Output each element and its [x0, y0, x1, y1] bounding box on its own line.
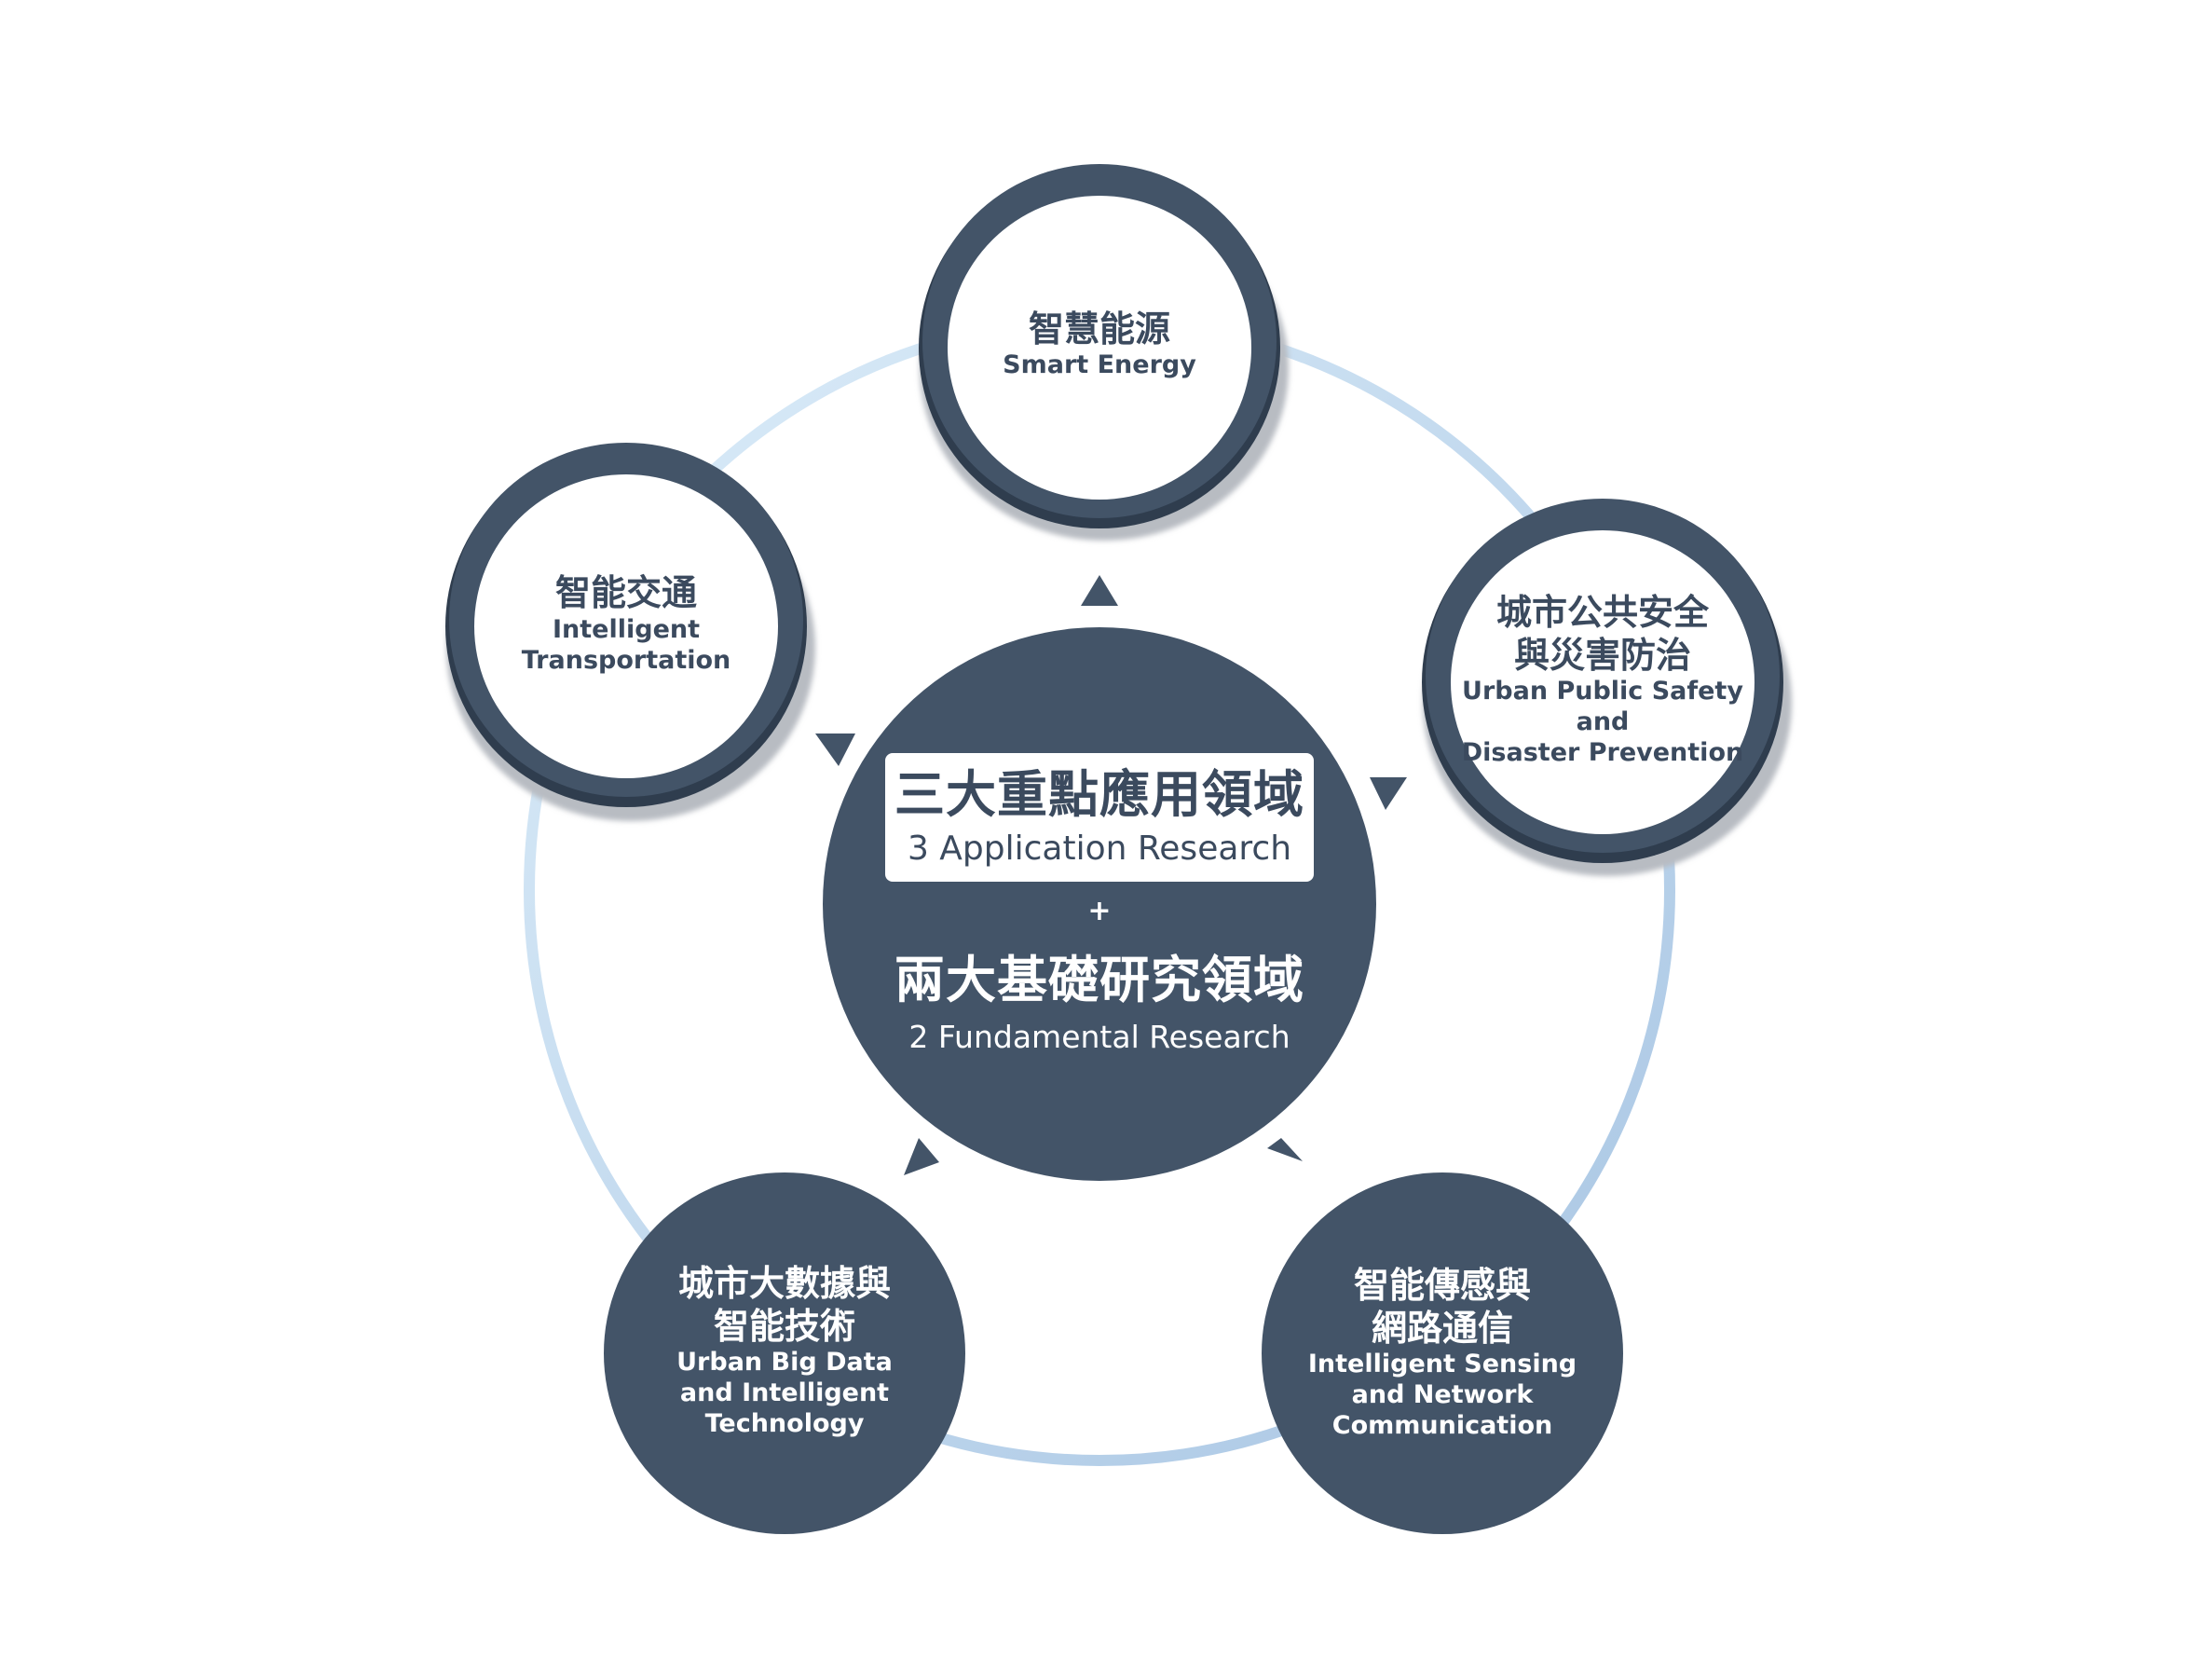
sensing-en-3: Communication: [1331, 1411, 1553, 1441]
public-safety-en-2: and: [1576, 707, 1630, 737]
big-data-en-3: Technology: [704, 1409, 865, 1439]
transportation-zh: 智能交通: [554, 572, 697, 614]
node-smart-energy: 智慧能源 Smart Energy: [960, 289, 1239, 401]
arrow-lower-right: [1267, 1138, 1303, 1161]
node-public-safety-graphic: [1422, 499, 1792, 876]
center-application-zh: 三大重點應用領域: [894, 764, 1304, 824]
transportation-en-2: Transportation: [521, 645, 731, 675]
big-data-en-1: Urban Big Data: [676, 1348, 893, 1378]
center-application-en: 3 Application Research: [907, 830, 1292, 869]
public-safety-en-3: Disaster Prevention: [1461, 738, 1744, 768]
center-fundamental-zh: 兩大基礎研究領域: [894, 951, 1304, 1009]
node-sensing-graphic: [1262, 1172, 1623, 1534]
node-transportation: 智能交通 Intelligent Transportation: [486, 559, 766, 690]
sensing-zh-2: 網路通信: [1371, 1307, 1513, 1349]
arrow-upper-left: [815, 734, 855, 766]
public-safety-zh-2: 與災害防治: [1513, 634, 1691, 676]
arrow-lower-left: [904, 1138, 939, 1175]
transportation-en-1: Intelligent: [552, 614, 701, 644]
big-data-zh-1: 城市大數據與: [677, 1263, 891, 1304]
center-fundamental-en: 2 Fundamental Research: [908, 1018, 1290, 1055]
public-safety-zh-1: 城市公共安全: [1495, 592, 1709, 633]
big-data-en-2: and Intelligent: [679, 1378, 890, 1408]
center-fundamental: 兩大基礎研究領域 2 Fundamental Research: [839, 951, 1360, 1081]
arrow-upper-right: [1370, 777, 1407, 810]
node-public-safety: 城市公共安全 與災害防治 Urban Public Safety and Dis…: [1444, 587, 1761, 774]
node-sensing: 智能傳感與 網路通信 Intelligent Sensing and Netwo…: [1284, 1260, 1601, 1446]
node-big-data: 城市大數據與 智能技術 Urban Big Data and Intellige…: [626, 1258, 943, 1445]
smart-energy-en: Smart Energy: [1003, 350, 1196, 380]
arrow-up: [1081, 575, 1118, 606]
node-smart-energy-graphic: [919, 164, 1289, 541]
node-big-data-graphic: [604, 1172, 965, 1534]
public-safety-en-1: Urban Public Safety: [1462, 677, 1743, 706]
sensing-en-1: Intelligent Sensing: [1307, 1350, 1577, 1379]
center-application-box: 三大重點應用領域 3 Application Research: [885, 753, 1314, 882]
sensing-zh-1: 智能傳感與: [1353, 1265, 1531, 1306]
center-plus: +: [1087, 895, 1112, 927]
node-transportation-graphic: [445, 443, 815, 821]
sensing-en-2: and Network: [1351, 1380, 1534, 1410]
smart-energy-zh: 智慧能源: [1028, 308, 1170, 350]
big-data-zh-2: 智能技術: [713, 1305, 855, 1347]
